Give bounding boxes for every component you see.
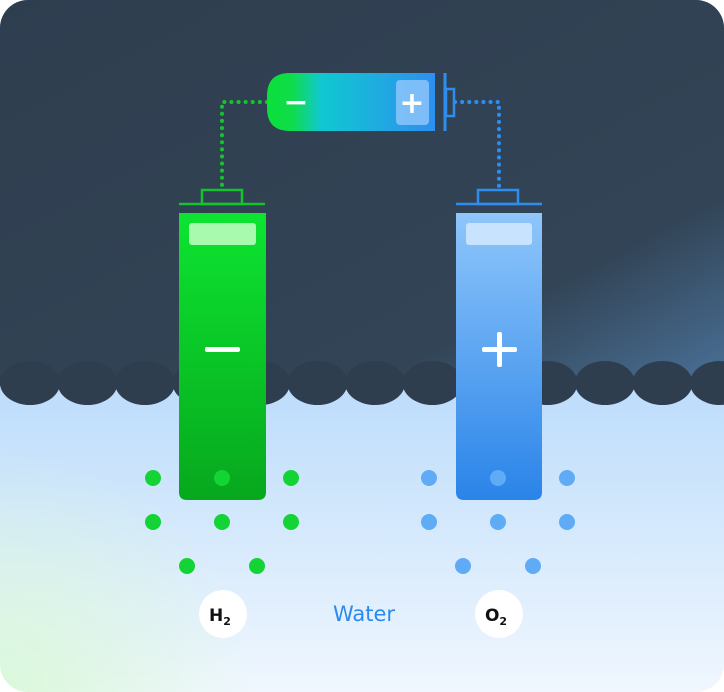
blue-wire bbox=[453, 100, 501, 190]
cathode-cap bbox=[179, 188, 265, 206]
oxygen-bubble bbox=[490, 470, 506, 486]
green-wire bbox=[220, 100, 269, 190]
water-label: Water bbox=[333, 602, 395, 626]
oxygen-bubble bbox=[421, 514, 437, 530]
wave-scallop bbox=[115, 361, 175, 405]
wave-scallop bbox=[402, 361, 463, 405]
oxygen-bubble bbox=[559, 514, 575, 530]
gas-bubbles bbox=[145, 470, 575, 574]
wave-scallop bbox=[575, 361, 635, 405]
hydrogen-bubble bbox=[179, 558, 195, 574]
hydrogen-bubble bbox=[249, 558, 265, 574]
battery: − + bbox=[267, 73, 456, 131]
oxygen-bubble bbox=[455, 558, 471, 574]
hydrogen-bubble bbox=[283, 470, 299, 486]
hydrogen-bubble bbox=[145, 514, 161, 530]
wave-scallop bbox=[287, 361, 348, 405]
wave-scallop bbox=[57, 361, 118, 405]
svg-text:O2: O2 bbox=[485, 606, 507, 628]
oxygen-label: O2 bbox=[475, 590, 523, 638]
air-region bbox=[0, 0, 724, 386]
hydrogen-bubble bbox=[283, 514, 299, 530]
wave-scallop bbox=[0, 361, 60, 405]
battery-positive-pad bbox=[396, 80, 429, 125]
hydrogen-label: H2 bbox=[199, 590, 247, 638]
hydrogen-subscript: 2 bbox=[223, 615, 231, 628]
svg-text:H2: H2 bbox=[209, 606, 231, 628]
hydrogen-bubble bbox=[145, 470, 161, 486]
cathode-electrode bbox=[179, 213, 266, 500]
oxygen-bubble bbox=[559, 470, 575, 486]
water-surface-waves bbox=[0, 361, 724, 405]
oxygen-bubble bbox=[525, 558, 541, 574]
anode-cap bbox=[456, 188, 542, 206]
oxygen-symbol: O bbox=[485, 606, 499, 626]
hydrogen-bubble bbox=[214, 514, 230, 530]
cathode-minus-symbol bbox=[205, 347, 240, 352]
wave-scallop bbox=[632, 361, 693, 405]
wave-scallop bbox=[690, 361, 724, 405]
oxygen-subscript: 2 bbox=[499, 615, 507, 628]
battery-negative-symbol: − bbox=[283, 85, 308, 120]
oxygen-bubble bbox=[490, 514, 506, 530]
anode-electrode bbox=[456, 213, 542, 500]
battery-terminal-nub bbox=[444, 87, 456, 118]
battery-positive-symbol: + bbox=[399, 86, 424, 121]
oxygen-bubble bbox=[421, 470, 437, 486]
wave-scallop bbox=[345, 361, 405, 405]
hydrogen-bubble bbox=[214, 470, 230, 486]
hydrogen-symbol: H bbox=[209, 606, 223, 626]
